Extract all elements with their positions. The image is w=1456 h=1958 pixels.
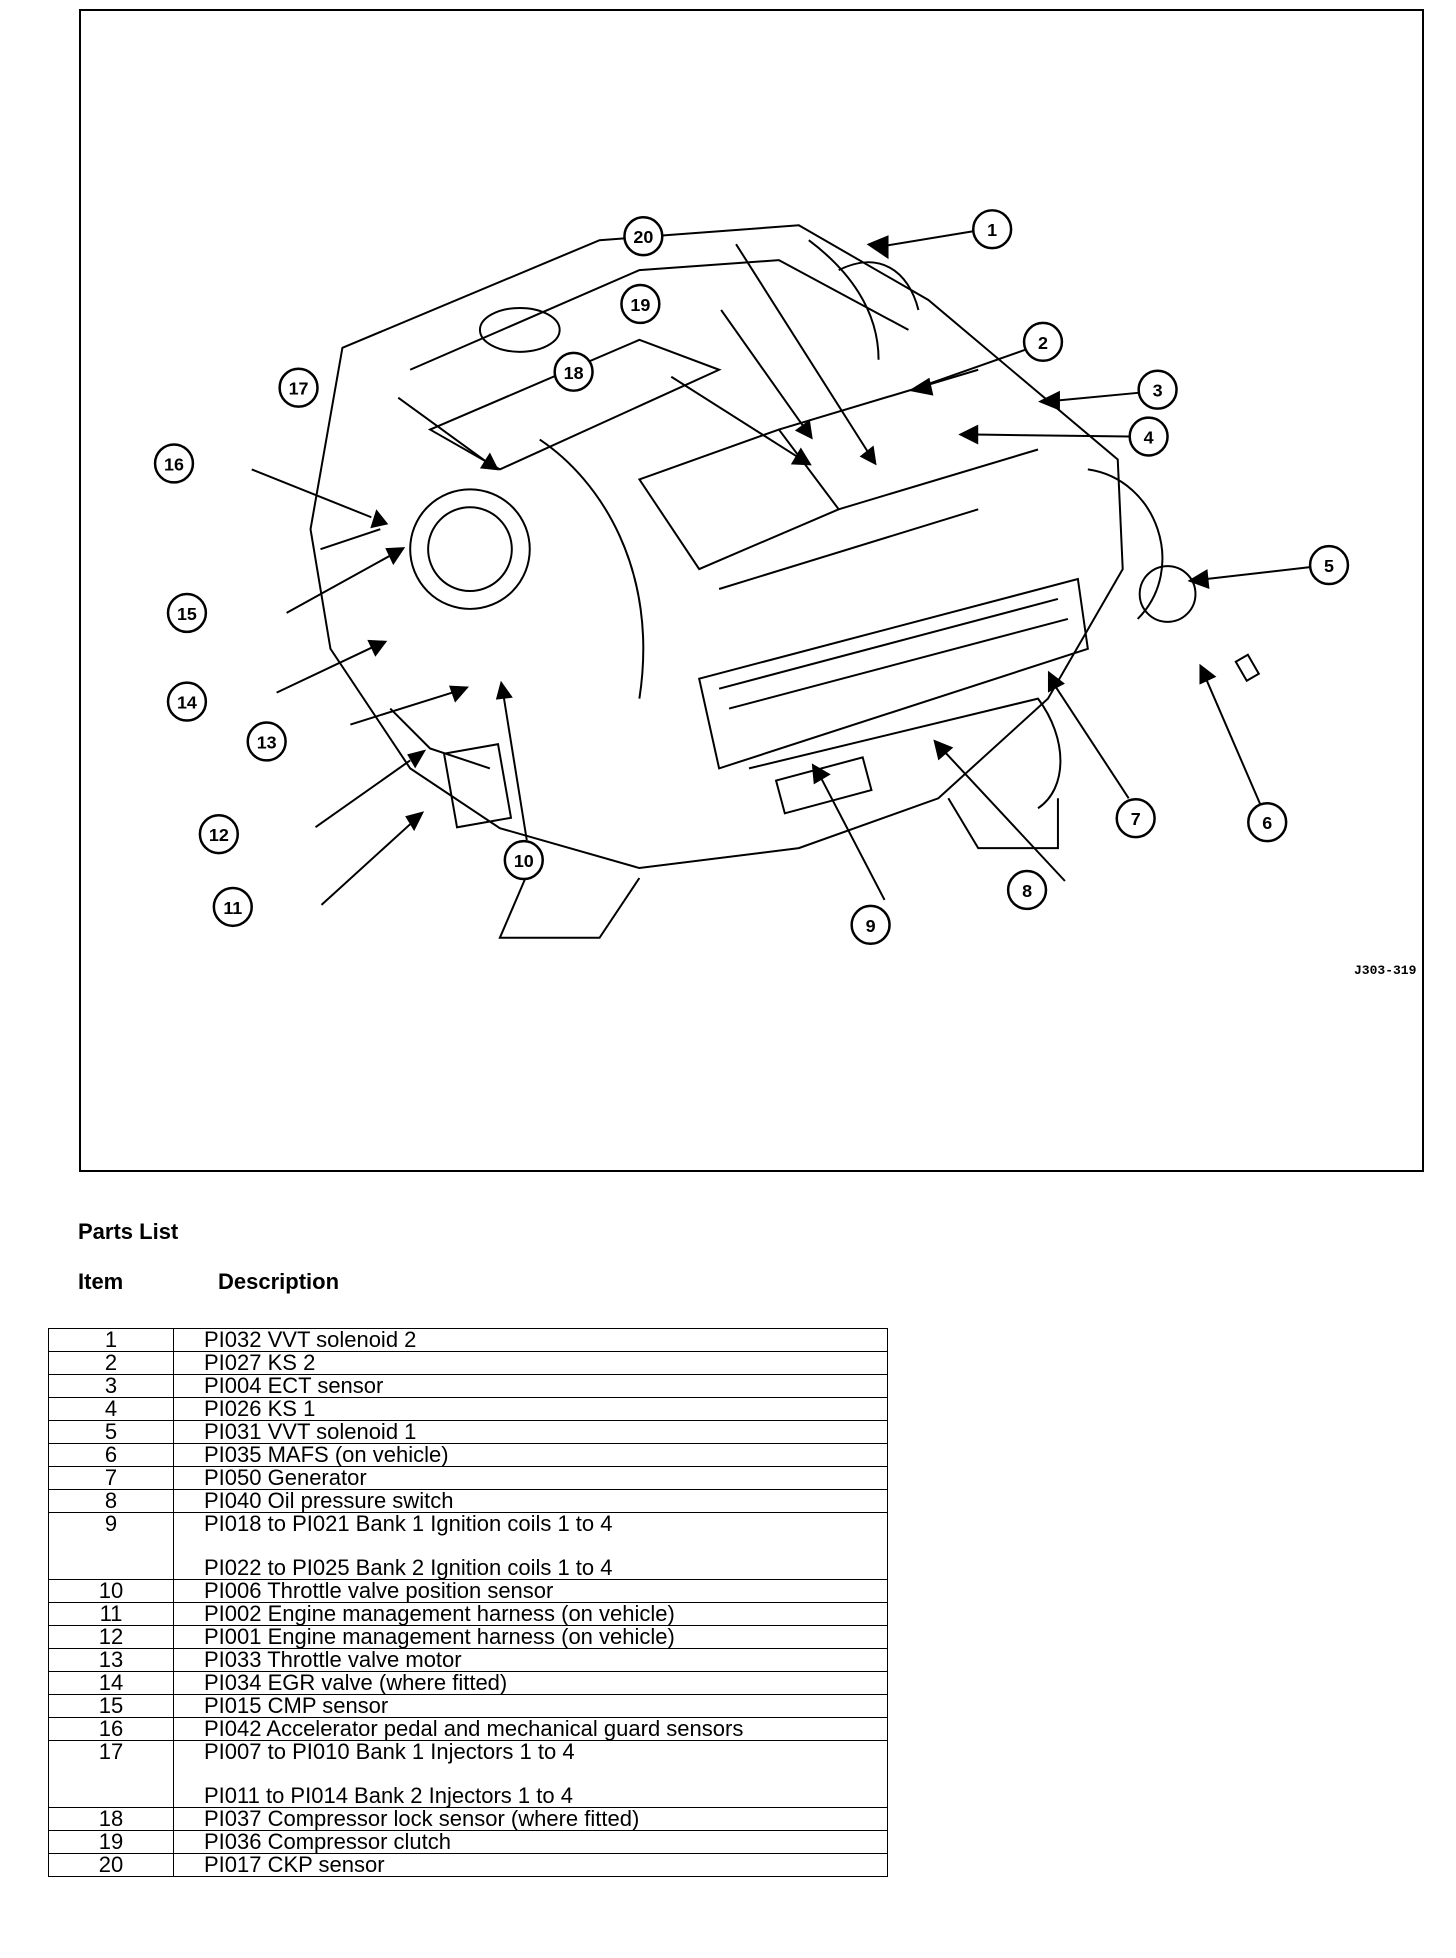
item-description: PI035 MAFS (on vehicle) (173, 1443, 888, 1467)
item-number: 13 (48, 1648, 174, 1672)
callout-9: 9 (866, 916, 876, 936)
item-description: PI015 CMP sensor (173, 1694, 888, 1718)
item-description-line-1: PI018 to PI021 Bank 1 Ignition coils 1 t… (204, 1511, 613, 1536)
item-description: PI036 Compressor clutch (173, 1830, 888, 1854)
item-number: 14 (48, 1671, 174, 1695)
item-description-line-2: PI011 to PI014 Bank 2 Injectors 1 to 4 (204, 1783, 573, 1808)
callout-8: 8 (1022, 881, 1032, 901)
item-description: PI027 KS 2 (173, 1351, 888, 1375)
callout-1: 1 (987, 220, 997, 240)
callout-3: 3 (1153, 381, 1163, 401)
item-number: 7 (48, 1466, 174, 1490)
item-number: 5 (48, 1420, 174, 1444)
callout-5: 5 (1324, 556, 1334, 576)
item-number: 10 (48, 1579, 174, 1603)
item-number: 8 (48, 1489, 174, 1513)
engine-illustration: 1 2 3 4 5 6 7 8 9 10 11 12 13 14 15 16 1… (153, 209, 1350, 946)
item-description: PI033 Throttle valve motor (173, 1648, 888, 1672)
diagram-reference-code: J303-319 (1354, 963, 1417, 978)
item-description-line-2: PI022 to PI025 Bank 2 Ignition coils 1 t… (204, 1555, 613, 1580)
parts-list-title: Parts List (78, 1219, 179, 1244)
callout-13: 13 (257, 732, 277, 752)
callout-11: 11 (223, 898, 242, 918)
callout-12: 12 (209, 825, 229, 845)
item-description: PI018 to PI021 Bank 1 Ignition coils 1 t… (173, 1511, 888, 1580)
item-description: PI004 ECT sensor (173, 1374, 888, 1398)
callout-6: 6 (1262, 813, 1272, 833)
item-number: 16 (48, 1717, 174, 1741)
item-description: PI001 Engine management harness (on vehi… (173, 1625, 888, 1649)
item-description: PI026 KS 1 (173, 1397, 888, 1421)
callout-4: 4 (1144, 428, 1154, 448)
item-number: 1 (48, 1328, 174, 1352)
callout-10: 10 (514, 851, 534, 871)
engine-diagram: 1 2 3 4 5 6 7 8 9 10 11 12 13 14 15 16 1… (79, 9, 1424, 1172)
item-description: PI050 Generator (173, 1466, 888, 1490)
item-description-line-1: PI007 to PI010 Bank 1 Injectors 1 to 4 (204, 1739, 575, 1764)
column-header-item: Item (78, 1269, 124, 1294)
item-number: 9 (48, 1512, 174, 1580)
item-number: 15 (48, 1694, 174, 1718)
item-number: 3 (48, 1374, 174, 1398)
item-description: PI007 to PI010 Bank 1 Injectors 1 to 4 PI… (173, 1739, 888, 1808)
item-number: 11 (48, 1602, 174, 1626)
callout-19: 19 (630, 295, 650, 315)
callout-17: 17 (289, 379, 309, 399)
item-number: 19 (48, 1830, 174, 1854)
item-description: PI002 Engine management harness (on vehi… (173, 1602, 888, 1626)
item-number: 18 (48, 1807, 174, 1831)
item-number: 4 (48, 1397, 174, 1421)
item-number: 6 (48, 1443, 174, 1467)
item-description: PI037 Compressor lock sensor (where fitt… (173, 1807, 888, 1831)
item-description: PI042 Accelerator pedal and mechanical g… (173, 1717, 888, 1741)
item-number: 2 (48, 1351, 174, 1375)
item-description: PI006 Throttle valve position sensor (173, 1579, 888, 1603)
item-description: PI034 EGR valve (where fitted) (173, 1671, 888, 1695)
callout-2: 2 (1038, 333, 1048, 353)
callout-16: 16 (164, 454, 184, 474)
callout-7: 7 (1131, 809, 1141, 829)
item-number: 20 (48, 1853, 174, 1877)
column-header-description: Description (218, 1269, 340, 1294)
item-description: PI032 VVT solenoid 2 (173, 1328, 888, 1352)
item-description: PI040 Oil pressure switch (173, 1489, 888, 1513)
callout-18: 18 (564, 363, 584, 383)
callout-20: 20 (633, 227, 653, 247)
item-number: 17 (48, 1740, 174, 1808)
callout-15: 15 (177, 604, 197, 624)
item-description: PI031 VVT solenoid 1 (173, 1420, 888, 1444)
item-description: PI017 CKP sensor (173, 1853, 888, 1877)
item-number: 12 (48, 1625, 174, 1649)
callout-14: 14 (177, 693, 197, 713)
table-row: 9 PI018 to PI021 Bank 1 Ignition coils 1 … (48, 1511, 888, 1580)
